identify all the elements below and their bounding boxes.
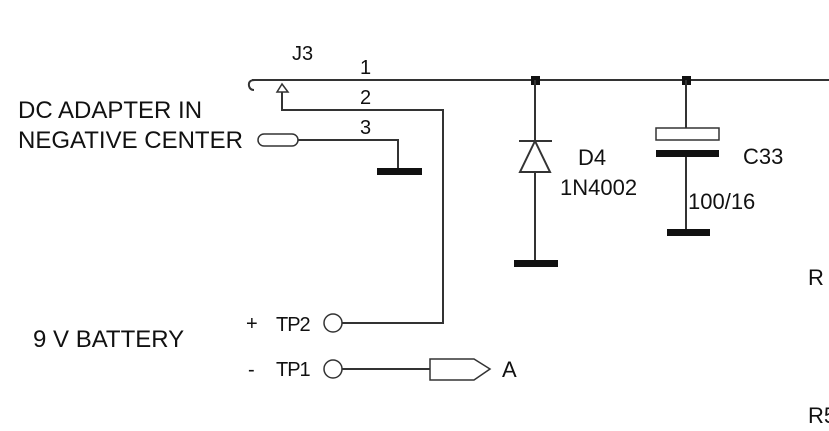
net-port-symbol [429,358,492,381]
jack-hook [247,79,256,91]
ref-tp2: TP2 [276,314,311,336]
ref-c33: C33 [743,144,783,169]
ground-symbol [377,168,422,175]
ref-d4: D4 [578,145,606,170]
plus-sign: + [246,313,258,335]
test-point-tp1 [323,359,343,379]
value-c33: 100/16 [688,189,755,214]
ref-tp1: TP1 [276,359,311,381]
ground-symbol [667,229,710,236]
jack-pin3-sleeve [257,133,299,147]
wire-pin2 [281,92,444,324]
connector-j3: J3 1 2 3 DC ADAPTER IN NEGATIVE CENTER [18,43,829,324]
ref-r-clipped: R [808,265,824,290]
ref-r5-clipped: R5 [808,403,829,428]
diode-d4: D4 1N4002 [514,76,637,267]
value-d4: 1N4002 [560,175,637,200]
connector-label: DC ADAPTER IN [18,97,202,124]
wire-pin3 [298,139,399,170]
capacitor-c33: C33 100/16 [655,76,783,236]
diode-triangle [518,138,552,173]
ref-j3: J3 [292,43,313,65]
battery-terminals: 9 V BATTERY + TP2 - TP1 A [33,313,517,382]
pin-label: 2 [360,87,371,109]
capacitor-plate-positive [655,127,720,141]
minus-sign: - [248,359,255,381]
ground-symbol [514,260,558,267]
battery-label: 9 V BATTERY [33,326,184,353]
net-label-a: A [502,357,517,382]
pin-label: 3 [360,117,371,139]
test-point-tp2 [323,313,343,333]
capacitor-plate-negative [656,150,719,157]
pin-label: 1 [360,57,371,79]
connector-label: NEGATIVE CENTER [18,127,243,154]
jack-pin2-arrow [275,82,290,93]
